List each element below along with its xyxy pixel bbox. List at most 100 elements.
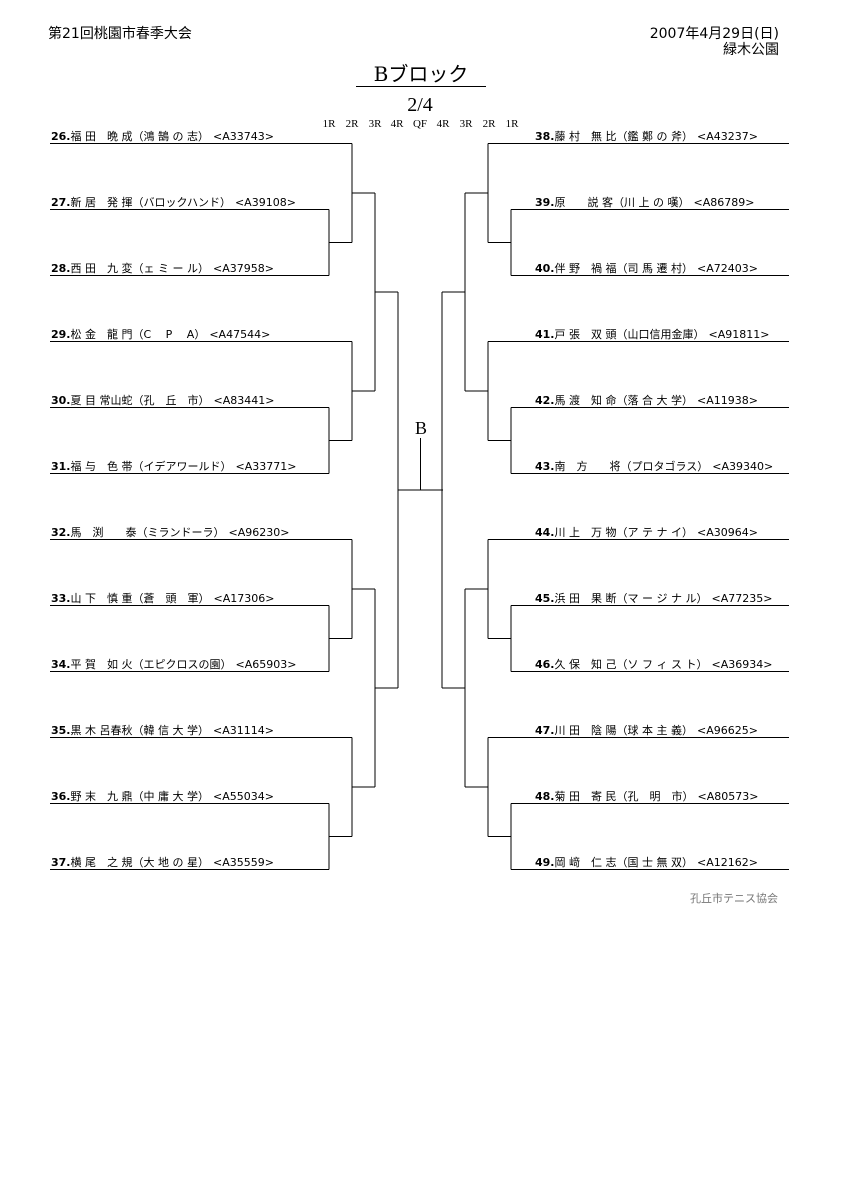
player-code: <A31114> [212,724,274,737]
player-seed: 31. [51,460,71,473]
player-seed: 48. [535,790,555,803]
player-code: <A11938> [696,394,758,407]
block-title: Bブロック [356,62,486,87]
player-code: <A30964> [696,526,758,539]
player-name: 川 田 陰 陽（球 本 主 義） [554,724,693,737]
round-label: 2R [482,118,496,130]
player-seed: 39. [535,196,555,209]
player-code: <A37958> [212,262,274,275]
player-seed: 47. [535,724,555,737]
player-name: 菊 田 寄 民（孔 明 市） [554,790,694,803]
player-name: 松 金 龍 門（C P A） [70,328,206,341]
player-entry: 48.菊 田 寄 民（孔 明 市）<A80573> [535,790,758,804]
player-code: <A33743> [212,130,274,143]
round-label: 4R [436,118,450,130]
player-entry: 27.新 居 発 揮（バロックハンド）<A39108> [51,196,296,210]
round-label: 1R [322,118,336,130]
player-seed: 30. [51,394,71,407]
player-code: <A72403> [696,262,758,275]
player-seed: 38. [535,130,555,143]
player-seed: 43. [535,460,555,473]
player-code: <A77235> [711,592,773,605]
player-code: <A91811> [708,328,770,341]
player-code: <A86789> [693,196,755,209]
player-name: 西 田 九 変（ェ ミ ー ル） [70,262,209,275]
player-seed: 44. [535,526,555,539]
player-entry: 40.伴 野 禍 福（司 馬 遷 村）<A72403> [535,262,758,276]
player-code: <A83441> [213,394,275,407]
player-name: 野 末 九 鼎（中 庸 大 学） [70,790,209,803]
round-label: 2R [345,118,359,130]
player-seed: 29. [51,328,71,341]
player-entry: 45.浜 田 果 断（マ ー ジ ナ ル）<A77235> [535,592,772,606]
association-name: 孔丘市テニス協会 [690,892,778,905]
player-code: <A35559> [212,856,274,869]
player-seed: 49. [535,856,555,869]
player-entry: 28.西 田 九 変（ェ ミ ー ル）<A37958> [51,262,274,276]
player-seed: 36. [51,790,71,803]
player-seed: 37. [51,856,71,869]
player-name: 平 賀 如 火（エピクロスの園） [70,658,232,671]
player-seed: 46. [535,658,555,671]
player-code: <A55034> [212,790,274,803]
player-entry: 46.久 保 知 己（ソ フ ィ ス ト）<A36934> [535,658,772,672]
player-seed: 34. [51,658,71,671]
player-entry: 32.馬 渕 泰（ミランドーラ）<A96230> [51,526,289,540]
player-seed: 40. [535,262,555,275]
player-entry: 26.福 田 晩 成（鴻 鵠 の 志）<A33743> [51,130,274,144]
player-entry: 39.原 説 客（川 上 の 嘆）<A86789> [535,196,754,210]
player-code: <A80573> [697,790,759,803]
player-name: 夏 目 常山蛇（孔 丘 市） [70,394,210,407]
player-name: 久 保 知 己（ソ フ ィ ス ト） [554,658,708,671]
player-entry: 38.藤 村 無 比（鑑 鄭 の 斧）<A43237> [535,130,758,144]
player-name: 福 与 色 帯（イデアワールド） [70,460,232,473]
player-code: <A36934> [711,658,773,671]
round-label: 3R [459,118,473,130]
player-code: <A43237> [696,130,758,143]
player-seed: 42. [535,394,555,407]
round-label: 4R [390,118,404,130]
player-entry: 43.南 方 将（プロタゴラス）<A39340> [535,460,773,474]
round-label: 3R [368,118,382,130]
player-entry: 33.山 下 慎 重（蒼 頭 軍）<A17306> [51,592,274,606]
player-entry: 47.川 田 陰 陽（球 本 主 義）<A96625> [535,724,758,738]
player-code: <A39340> [712,460,774,473]
player-name: 南 方 将（プロタゴラス） [554,460,709,473]
player-name: 福 田 晩 成（鴻 鵠 の 志） [70,130,209,143]
player-name: 黒 木 呂春秋（韓 信 大 学） [70,724,209,737]
player-entry: 36.野 末 九 鼎（中 庸 大 学）<A55034> [51,790,274,804]
player-entry: 41.戸 張 双 頭（山口信用金庫）<A91811> [535,328,769,342]
player-name: 藤 村 無 比（鑑 鄭 の 斧） [554,130,693,143]
player-seed: 33. [51,592,71,605]
player-entry: 44.川 上 万 物（ア テ ナ イ）<A30964> [535,526,758,540]
player-name: 戸 張 双 頭（山口信用金庫） [554,328,705,341]
player-seed: 35. [51,724,71,737]
player-seed: 27. [51,196,71,209]
player-entry: 30.夏 目 常山蛇（孔 丘 市）<A83441> [51,394,274,408]
player-seed: 26. [51,130,71,143]
player-entry: 42.馬 渡 知 命（落 合 大 学）<A11938> [535,394,758,408]
player-seed: 45. [535,592,555,605]
event-venue: 緑木公園 [723,42,779,58]
player-name: 岡 﨑 仁 志（国 士 無 双） [554,856,693,869]
round-label: 1R [505,118,519,130]
player-entry: 31.福 与 色 帯（イデアワールド）<A33771> [51,460,296,474]
player-entry: 34.平 賀 如 火（エピクロスの園）<A65903> [51,658,296,672]
player-code: <A65903> [235,658,297,671]
player-code: <A39108> [234,196,296,209]
player-code: <A47544> [209,328,271,341]
round-label: QF [412,118,428,130]
player-entry: 35.黒 木 呂春秋（韓 信 大 学）<A31114> [51,724,274,738]
round-labels: 1R 2R 3R 4R QF 4R 3R 2R 1R [0,118,841,132]
player-name: 原 説 客（川 上 の 嘆） [554,196,690,209]
player-code: <A96625> [696,724,758,737]
player-code: <A17306> [213,592,275,605]
event-date: 2007年4月29日(日) [649,26,779,42]
player-code: <A96230> [228,526,290,539]
player-code: <A33771> [235,460,297,473]
player-name: 伴 野 禍 福（司 馬 遷 村） [554,262,693,275]
page-number: 2/4 [407,94,433,116]
player-name: 馬 渡 知 命（落 合 大 学） [554,394,693,407]
player-name: 川 上 万 物（ア テ ナ イ） [554,526,693,539]
